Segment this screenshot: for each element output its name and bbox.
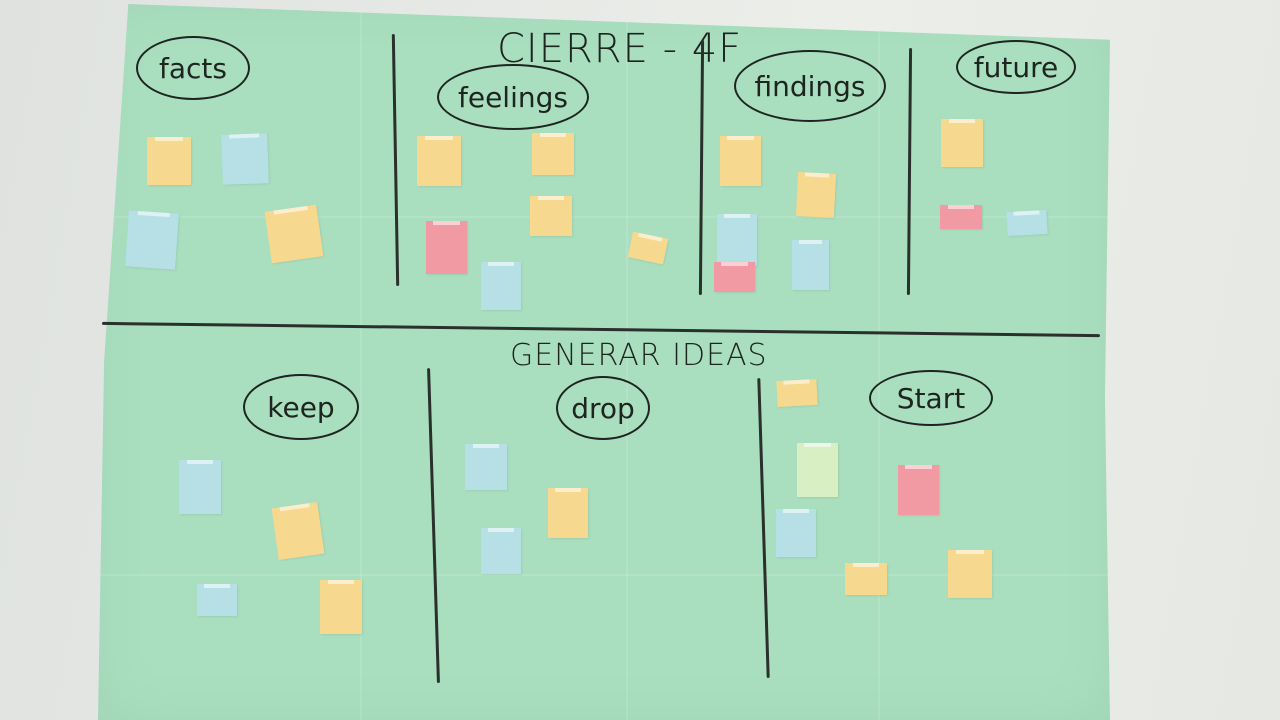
sticky-note: [948, 550, 992, 598]
sticky-note: [940, 205, 982, 229]
sticky-note: [776, 509, 816, 557]
section-feelings: feelings: [437, 64, 589, 130]
sticky-note: [481, 262, 521, 310]
section-start: Start: [869, 370, 993, 426]
sticky-note: [481, 528, 521, 574]
sticky-note: [179, 460, 221, 514]
section-keep: keep: [243, 374, 359, 440]
sticky-note: [465, 444, 507, 490]
sticky-note: [795, 172, 837, 218]
sticky-note: [717, 214, 757, 266]
sticky-note: [898, 465, 939, 515]
sticky-note: [532, 133, 574, 175]
section-findings-label: findings: [754, 69, 866, 103]
sticky-note: [125, 210, 179, 270]
sticky-note: [776, 378, 818, 408]
section-facts: facts: [136, 36, 250, 100]
section-keep-label: keep: [267, 390, 335, 424]
section-feelings-label: feelings: [458, 80, 568, 114]
section-drop-label: drop: [571, 391, 635, 425]
section-start-label: Start: [896, 381, 966, 415]
section-future-label: future: [973, 50, 1059, 84]
board-subtitle: GENERAR IDEAS: [510, 338, 768, 373]
sticky-note: [941, 119, 983, 167]
sticky-note: [530, 196, 572, 236]
sticky-note: [845, 563, 887, 595]
sticky-note: [1006, 209, 1048, 237]
sticky-note: [197, 584, 237, 616]
sticky-note: [797, 443, 838, 497]
sticky-note: [792, 240, 829, 290]
sticky-note: [714, 262, 755, 292]
sticky-note: [147, 137, 191, 185]
sticky-note: [221, 133, 269, 185]
section-facts-label: facts: [159, 51, 227, 85]
sticky-note: [426, 221, 467, 274]
sticky-note: [548, 488, 588, 538]
sticky-note: [264, 204, 324, 264]
sticky-note: [271, 502, 325, 560]
section-drop: drop: [556, 376, 650, 440]
section-findings: findings: [734, 50, 886, 122]
sticky-note: [417, 136, 461, 186]
section-future: future: [956, 40, 1076, 94]
sticky-note: [320, 580, 362, 634]
sticky-note: [720, 136, 761, 186]
